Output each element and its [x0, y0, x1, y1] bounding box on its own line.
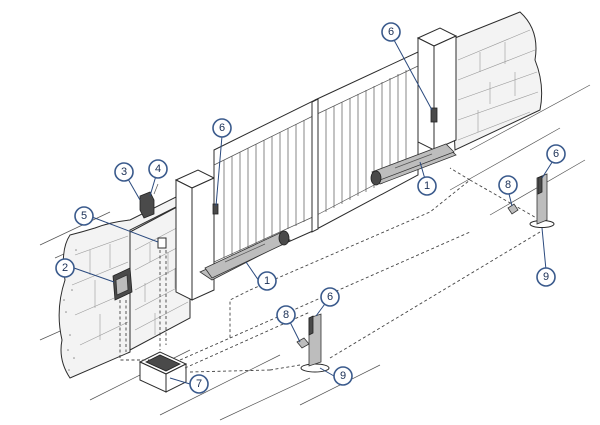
callout-1-left-label: 1	[264, 275, 270, 287]
callout-6-front-post: 6	[320, 287, 340, 307]
front-photocell-post	[296, 313, 330, 373]
callout-1-left: 1	[257, 271, 277, 291]
left-pillar	[174, 169, 216, 301]
right-gate-operator	[370, 143, 457, 186]
callout-6-front-post-label: 6	[327, 291, 333, 303]
right-stone-wall	[449, 11, 543, 151]
callout-2-label: 2	[62, 262, 68, 274]
callout-9-rear: 9	[536, 267, 556, 287]
callout-6-right-label: 6	[388, 26, 394, 38]
callout-6-rear-post: 6	[546, 144, 566, 164]
callout-9-front: 9	[333, 366, 353, 386]
junction-box	[157, 237, 167, 249]
callout-6-right: 6	[381, 22, 401, 42]
callout-5-label: 5	[81, 210, 87, 222]
pillar-photocells	[212, 107, 438, 215]
cable-runs	[119, 167, 541, 373]
callout-6-left-label: 6	[219, 122, 225, 134]
callout-6-left: 6	[212, 118, 232, 138]
callout-9-front-label: 9	[340, 370, 346, 382]
callout-3: 3	[114, 162, 134, 182]
callout-4: 4	[148, 159, 168, 179]
callout-9-rear-label: 9	[543, 271, 549, 283]
flashing-lamp	[139, 183, 159, 219]
left-gate-operator	[199, 230, 291, 281]
rear-photocell-post	[507, 173, 555, 228]
callout-1-right-label: 1	[424, 180, 430, 192]
callout-6-rear-post-label: 6	[553, 148, 559, 160]
gate-leaves	[213, 51, 419, 276]
callout-4-label: 4	[155, 163, 161, 175]
callout-7-label: 7	[196, 378, 202, 390]
right-pillar	[416, 27, 458, 151]
ground-lines	[39, 84, 591, 421]
callout-8-front: 8	[276, 305, 296, 325]
callout-3-label: 3	[121, 166, 127, 178]
callout-7: 7	[189, 374, 209, 394]
callout-2: 2	[55, 258, 75, 278]
callout-8-front-label: 8	[283, 309, 289, 321]
callout-1-right: 1	[417, 176, 437, 196]
pull-box	[138, 351, 188, 393]
callout-8-rear: 8	[498, 175, 518, 195]
callout-5: 5	[74, 206, 94, 226]
control-box	[112, 267, 133, 301]
callout-8-rear-label: 8	[505, 179, 511, 191]
